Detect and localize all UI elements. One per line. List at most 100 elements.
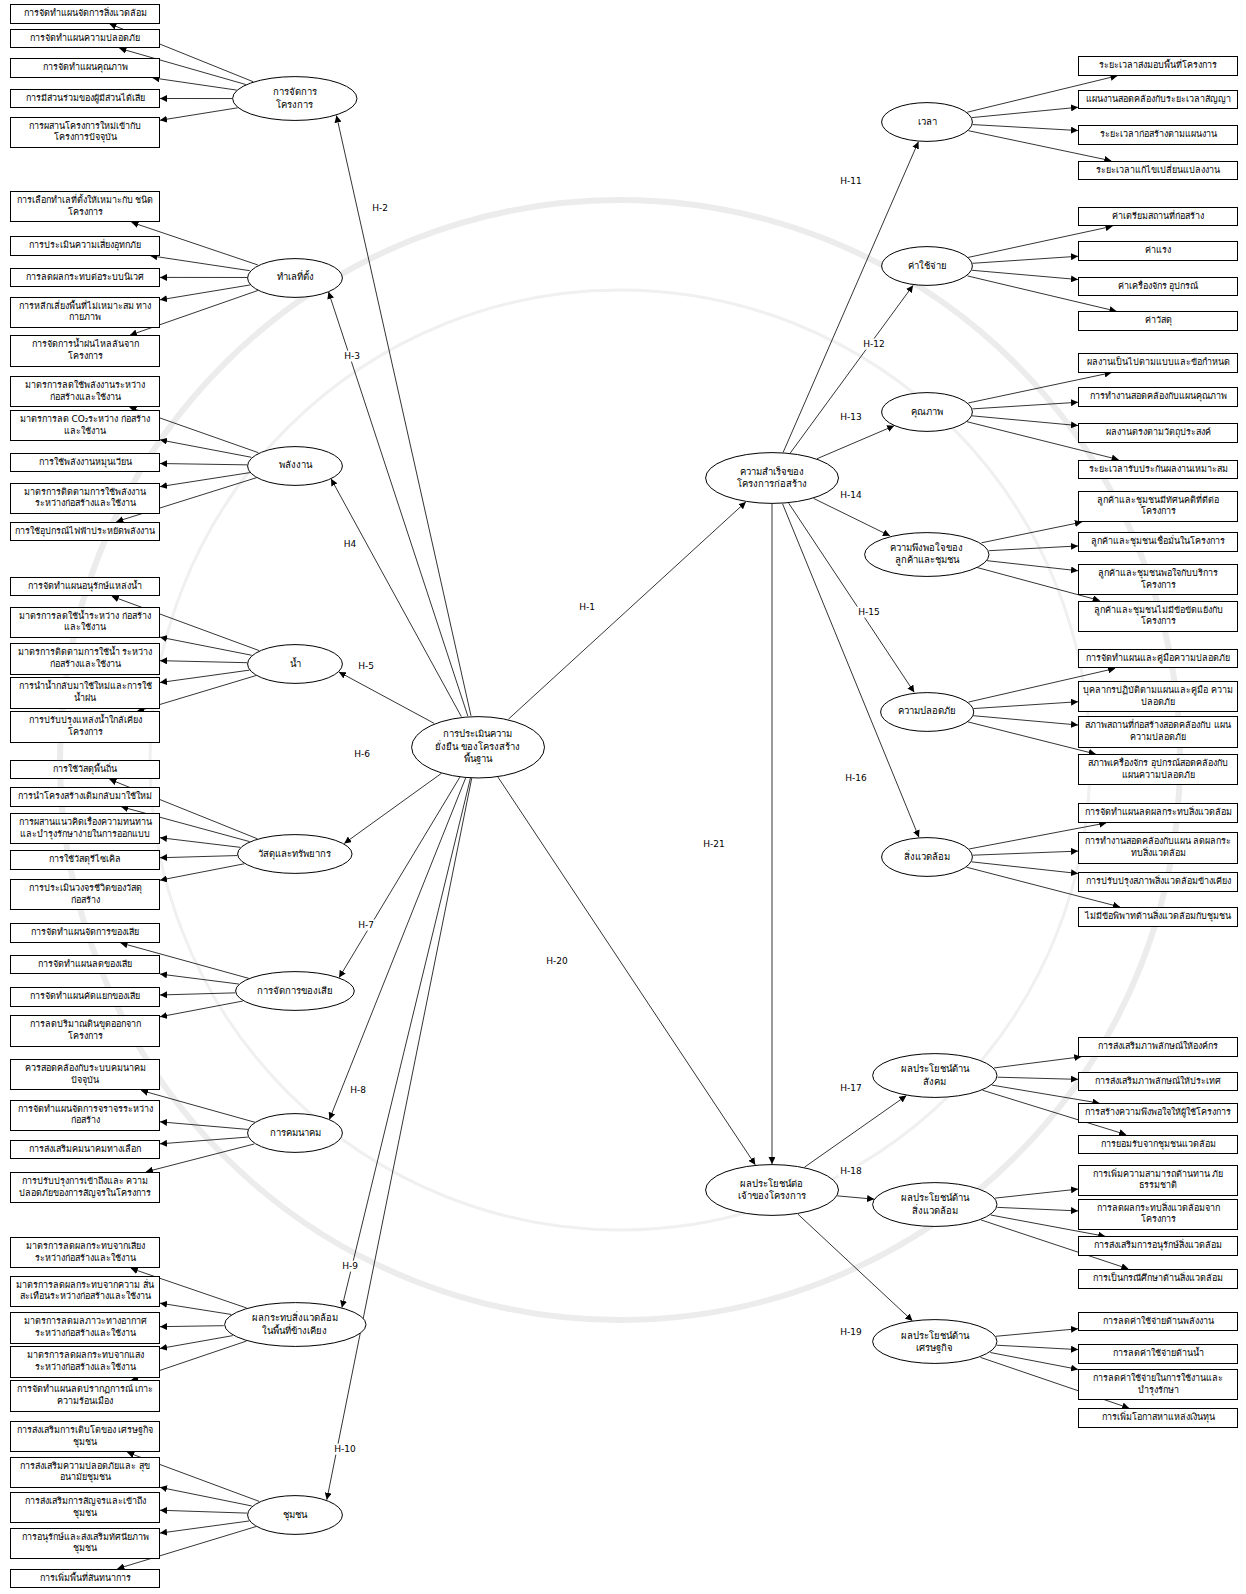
construct-ellipse: ชุมชน bbox=[247, 1495, 343, 1535]
node-text: ค่าแรง bbox=[1083, 245, 1233, 257]
node-text: ทำเลที่ตั้ง bbox=[277, 271, 314, 283]
indicator-box: การใช้อุปกรณ์ไฟฟ้าประหยัดพลังงาน bbox=[10, 522, 160, 542]
node-text: ผลประโยชน์ด้าน เศรษฐกิจ bbox=[895, 1330, 975, 1355]
ellipse-shape bbox=[248, 258, 343, 297]
indicator-box: การใช้วัสดุรีไซเคิล bbox=[10, 850, 160, 870]
indicator-box: การส่งเสริมคมนาคมทางเลือก bbox=[10, 1140, 160, 1160]
path-arrow bbox=[329, 292, 468, 716]
ellipse-shape bbox=[882, 392, 973, 431]
node-text: การจัดทำแผนลดปรากฏการณ์ เกาะความร้อนเมือ… bbox=[15, 1384, 155, 1407]
node-text: พลังงาน bbox=[279, 459, 312, 471]
hypothesis-label: H-16 bbox=[843, 773, 868, 784]
indicator-box: ระยะเวลาก่อสร้างตามแผนงาน bbox=[1078, 125, 1238, 145]
indicator-box: การนำโครงสร้างเดิมกลับมาใช้ใหม่ bbox=[10, 787, 160, 807]
hypothesis-label: H-12 bbox=[861, 339, 886, 350]
indicator-box: ผลงานเป็นไปตามแบบและข้อกำหนด bbox=[1078, 353, 1238, 373]
path-arrow bbox=[160, 108, 238, 120]
node-text: การเพิ่มโอกาสหาแหล่งเงินทุน bbox=[1083, 1412, 1233, 1424]
path-arrow bbox=[344, 773, 441, 843]
construct-ellipse: ค่าใช้จ่าย bbox=[881, 246, 973, 286]
indicator-box: ระยะเวลารับประกันผลงานเหมาะสม bbox=[1078, 460, 1238, 480]
indicator-box: มาตรการติดตามการใช้พลังงาน ระหว่างก่อสร้… bbox=[10, 483, 160, 514]
indicator-box: การส่งเสริมภาพลักษณ์ให้องค์กร bbox=[1078, 1037, 1238, 1057]
indicator-box: ค่าวัสดุ bbox=[1078, 311, 1238, 331]
indicator-box: การนำน้ำกลับมาใช้ใหม่และการใช้น้ำฝน bbox=[10, 677, 160, 708]
node-text: ผลงานตรงตามวัตถุประสงค์ bbox=[1083, 427, 1233, 439]
node-text: การส่งเสริมการอนุรักษ์สิ่งแวดล้อม bbox=[1083, 1240, 1233, 1252]
node-text: การส่งเสริมคมนาคมทางเลือก bbox=[15, 1144, 155, 1156]
path-arrow bbox=[968, 722, 1096, 754]
indicator-box: การเพิ่มโอกาสหาแหล่งเงินทุน bbox=[1078, 1408, 1238, 1428]
ellipse-shape bbox=[248, 446, 343, 485]
path-arrow bbox=[160, 1325, 224, 1327]
hypothesis-label: H-7 bbox=[356, 920, 376, 931]
node-text: ระยะเวลาแก้ไขเปลี่ยนแปลงงาน bbox=[1083, 165, 1233, 177]
indicator-box: การส่งเสริมการเติบโตของ เศรษฐกิจชุมชน bbox=[10, 1421, 160, 1452]
path-arrow bbox=[342, 778, 471, 1308]
node-text: การจัดการของเสีย bbox=[257, 985, 333, 997]
path-arrow bbox=[981, 522, 1081, 543]
indicator-box: การทำงานสอดคล้องกับแผน ลดผลกระทบสิ่งแวดล… bbox=[1078, 832, 1238, 863]
indicator-box: ลูกค้าและชุมชนมีทัศนคติที่ดีต่อโครงการ bbox=[1078, 491, 1238, 522]
indicator-box: มาตรการลดผลกระทบจากเสียง ระหว่างก่อสร้าง… bbox=[10, 1237, 160, 1268]
indicator-box: มาตรการลดใช้น้ำระหว่าง ก่อสร้างและใช้งาน bbox=[10, 607, 160, 638]
indicator-box: การผสานโครงการใหม่เข้ากับ โครงการปัจจุบั… bbox=[10, 117, 160, 148]
node-text: สภาพเครื่องจักร อุปกรณ์สอดคล้องกับ แผนคว… bbox=[1083, 758, 1233, 781]
ellipse-shape bbox=[882, 103, 973, 142]
indicator-box: การจัดทำแผนลดของเสีย bbox=[10, 955, 160, 975]
path-arrow bbox=[160, 637, 252, 655]
indicator-box: มาตรการลดผลกระทบจากความ สั่นสะเทือนระหว่… bbox=[10, 1276, 160, 1307]
node-text: ไม่มีข้อพิพาทด้านสิ่งแวดล้อมกับชุมชน bbox=[1083, 911, 1233, 923]
indicator-box: การลดค่าใช้จ่ายในการใช้งานและ บำรุงรักษา bbox=[1078, 1369, 1238, 1400]
indicator-box: การประเมินความเสี่ยงอุทกภัย bbox=[10, 236, 160, 256]
hypothesis-label: H-19 bbox=[838, 1327, 863, 1338]
node-text: การนำน้ำกลับมาใช้ใหม่และการใช้น้ำฝน bbox=[15, 681, 155, 704]
hypothesis-label: H-18 bbox=[838, 1166, 863, 1177]
path-arrow bbox=[972, 416, 1078, 426]
ellipse-shape bbox=[880, 692, 973, 731]
indicator-box: การใช้วัสดุพื้นถิ่น bbox=[10, 760, 160, 780]
path-arrow bbox=[508, 502, 745, 719]
node-text: ระยะเวลาส่งมอบพื้นที่โครงการ bbox=[1083, 60, 1233, 72]
ellipse-shape bbox=[248, 1114, 343, 1153]
indicator-box: การลดค่าใช้จ่ายด้านพลังงาน bbox=[1078, 1312, 1238, 1332]
node-text: การมีส่วนร่วมของผู้มีส่วนได้เสีย bbox=[15, 93, 155, 105]
indicator-box: มาตรการลดมลภาวะทางอากาศ ระหว่างก่อสร้างแ… bbox=[10, 1312, 160, 1343]
path-arrow bbox=[327, 778, 472, 1500]
hypothesis-label: H-1 bbox=[577, 602, 597, 613]
indicator-box: ค่าเตรียมสถานที่ก่อสร้าง bbox=[1078, 207, 1238, 227]
path-arrow bbox=[331, 479, 461, 717]
construct-ellipse: พลังงาน bbox=[247, 446, 343, 486]
ellipse-shape bbox=[233, 77, 357, 121]
path-arrow bbox=[997, 1345, 1078, 1349]
node-text: ความพึงพอใจของ ลูกค้าและชุมชน bbox=[887, 542, 967, 567]
path-arrow bbox=[160, 856, 237, 858]
node-text: การนำโครงสร้างเดิมกลับมาใช้ใหม่ bbox=[15, 791, 155, 803]
path-arrow bbox=[160, 1001, 243, 1017]
node-text: มาตรการลดใช้น้ำระหว่าง ก่อสร้างและใช้งาน bbox=[15, 611, 155, 634]
node-text: ความสำเร็จของ โครงการก่อสร้าง bbox=[729, 466, 815, 491]
node-text: การอนุรักษ์และส่งเสริมทัศนียภาพชุมชน bbox=[15, 1532, 155, 1555]
node-text: การใช้อุปกรณ์ไฟฟ้าประหยัดพลังงาน bbox=[15, 526, 155, 538]
indicator-box: มาตรการลดผลกระทบจากแสง ระหว่างก่อสร้างแล… bbox=[10, 1346, 160, 1377]
indicator-box: การจัดทำแผนคุณภาพ bbox=[10, 58, 160, 78]
indicator-box: การส่งเสริมการอนุรักษ์สิ่งแวดล้อม bbox=[1078, 1236, 1238, 1256]
path-arrow bbox=[997, 1207, 1078, 1211]
construct-ellipse: ความสำเร็จของ โครงการก่อสร้าง bbox=[705, 452, 839, 504]
path-arrow bbox=[973, 402, 1078, 409]
path-arrow bbox=[160, 1303, 231, 1314]
ellipse-shape bbox=[236, 972, 355, 1011]
node-text: คุณภาพ bbox=[911, 406, 943, 418]
hypothesis-label: H-5 bbox=[356, 661, 376, 672]
construct-ellipse: ความพึงพอใจของ ลูกค้าและชุมชน bbox=[864, 532, 990, 577]
construct-ellipse: น้ำ bbox=[247, 644, 343, 684]
ellipse-shape bbox=[882, 247, 973, 286]
indicator-box: การผสานแนวคิดเรื่องความทนทาน และบำรุงรัก… bbox=[10, 813, 160, 844]
indicator-box: การเลือกทำเลที่ตั้งให้เหมาะกับ ชนิดโครงก… bbox=[10, 191, 160, 222]
construct-ellipse: เวลา bbox=[881, 102, 973, 142]
ellipse-shape bbox=[865, 532, 989, 576]
hypothesis-label: H4 bbox=[342, 539, 359, 550]
path-arrow bbox=[160, 670, 249, 682]
